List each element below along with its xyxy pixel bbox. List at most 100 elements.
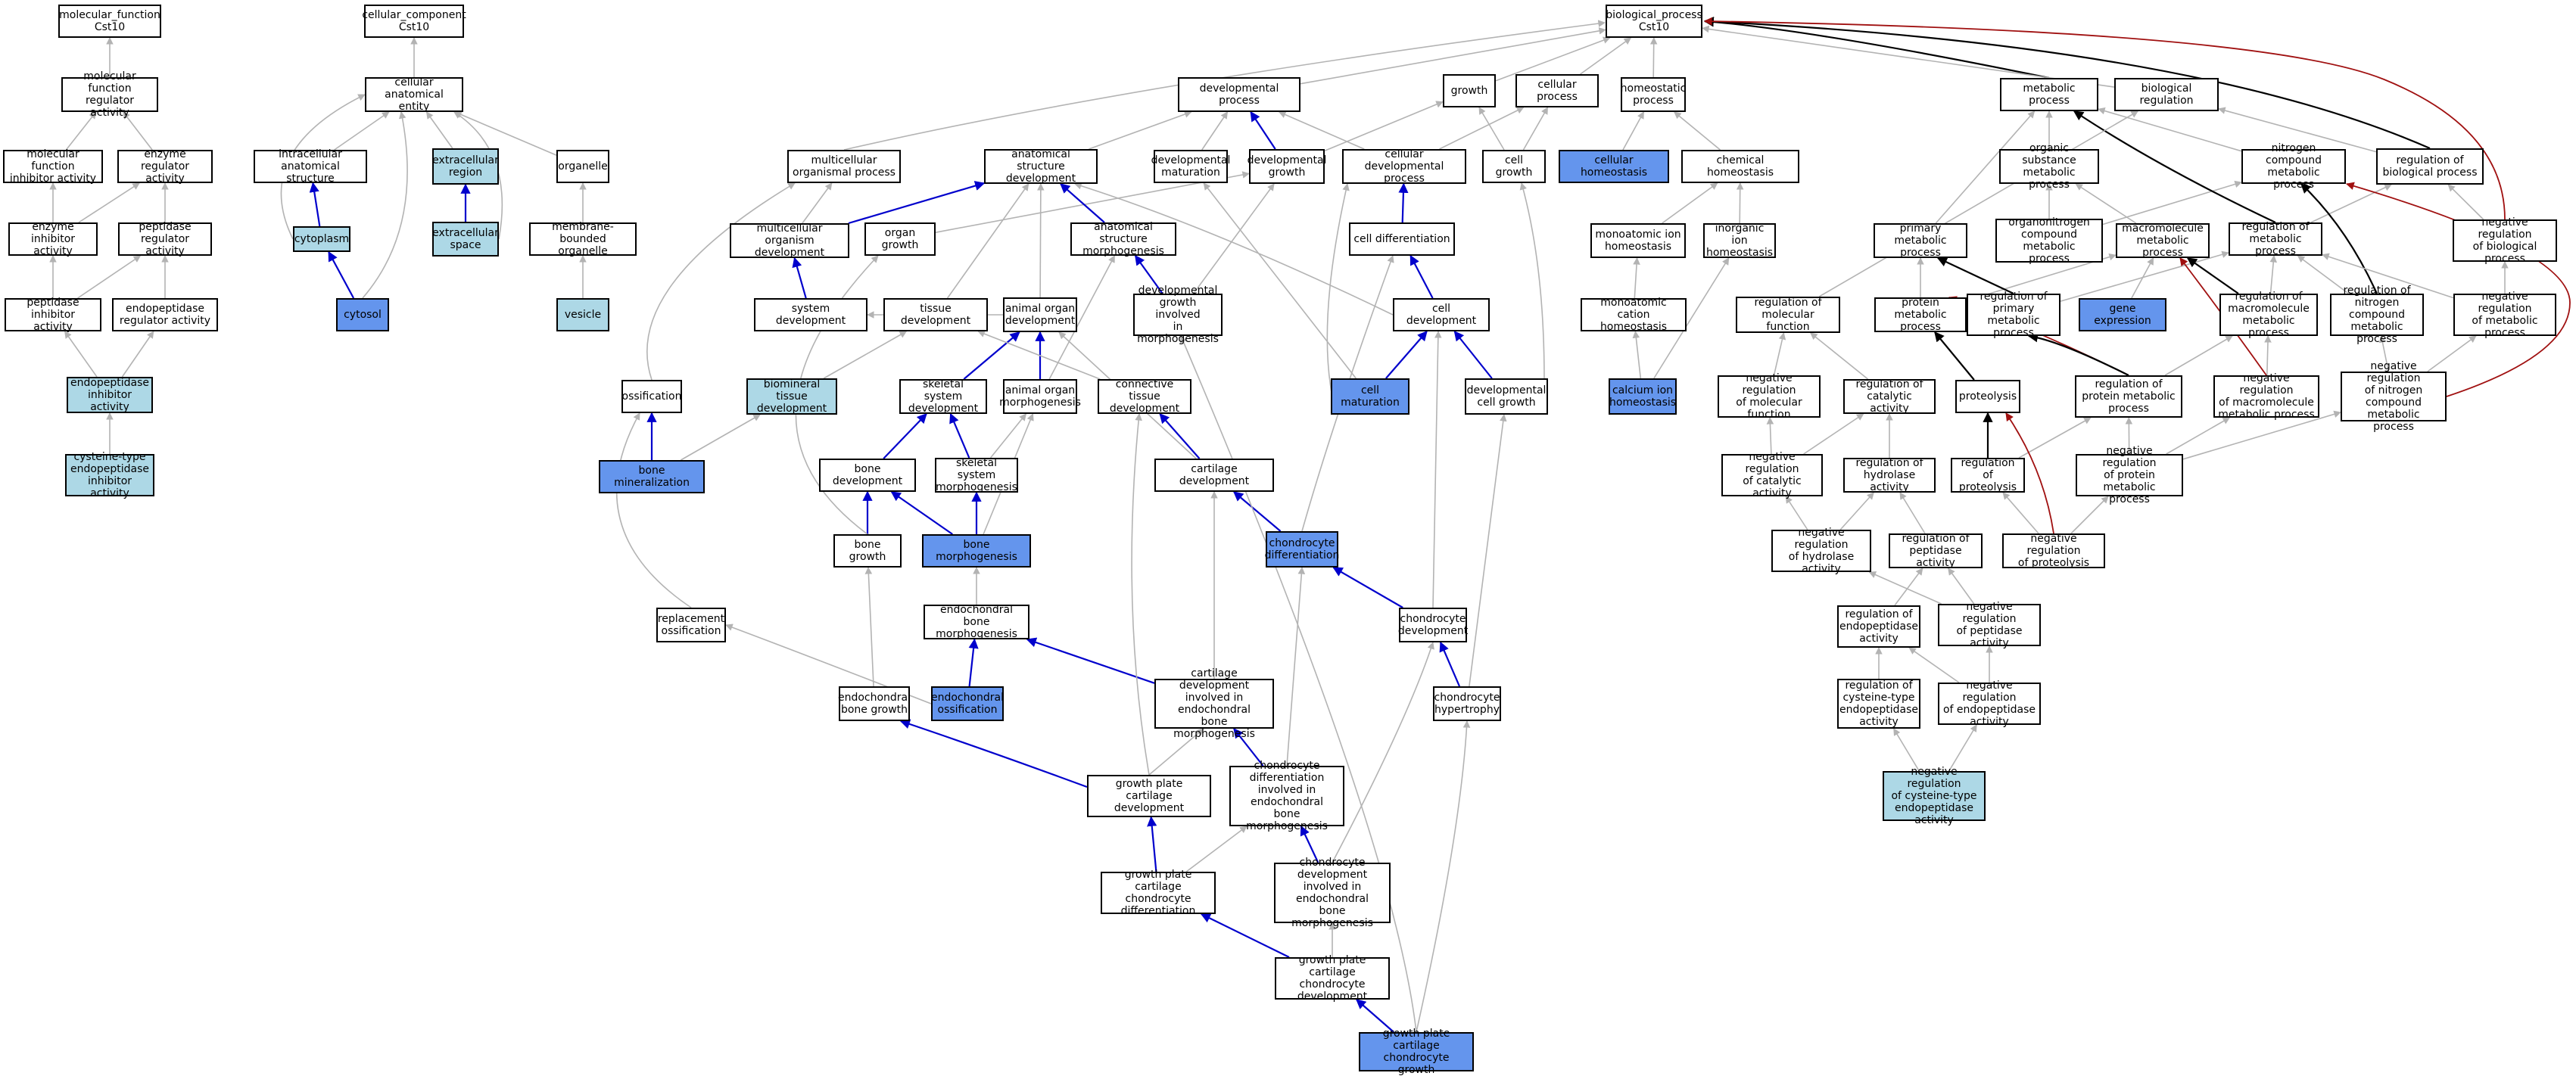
- go-term-node-org[interactable]: organelle: [556, 150, 609, 183]
- go-term-node-rca[interactable]: regulation of catalytic activity: [1843, 379, 1936, 414]
- go-term-node-ctepia[interactable]: cysteine-type endopeptidase inhibitor ac…: [65, 454, 154, 496]
- go-term-node-bonemin[interactable]: bone mineralization: [599, 460, 705, 493]
- go-term-node-cellgr[interactable]: cell growth: [1482, 150, 1546, 183]
- go-term-node-asm[interactable]: anatomical structure morphogenesis: [1070, 222, 1176, 256]
- go-term-node-cellp[interactable]: cellular process: [1515, 74, 1599, 107]
- go-term-node-ncmp[interactable]: nitrogen compound metabolic process: [2241, 149, 2346, 184]
- go-term-node-celldev[interactable]: cell development: [1393, 298, 1490, 331]
- go-term-node-tissdev[interactable]: tissue development: [883, 298, 988, 331]
- go-term-node-mf[interactable]: molecular_function Cst10: [58, 5, 161, 38]
- go-term-node-nrprotmp[interactable]: negative regulation of protein metabolic…: [2076, 454, 2183, 496]
- go-term-node-rctea[interactable]: regulation of cysteine-type endopeptidas…: [1837, 679, 1920, 729]
- go-term-node-endoss[interactable]: endochondral ossification: [931, 686, 1004, 721]
- go-term-node-ctd[interactable]: connective tissue development: [1098, 379, 1191, 414]
- go-term-node-cih[interactable]: calcium ion homeostasis: [1609, 378, 1677, 415]
- go-term-node-ossif[interactable]: ossification: [621, 380, 682, 413]
- go-term-node-chondiff[interactable]: chondrocyte differentiation: [1266, 531, 1338, 568]
- go-term-node-proteolysis[interactable]: proteolysis: [1955, 380, 2020, 413]
- go-term-node-cellhom[interactable]: cellular homeostasis: [1559, 150, 1669, 183]
- go-term-node-sysdev[interactable]: system development: [754, 298, 867, 331]
- go-term-node-nrca[interactable]: negative regulation of catalytic activit…: [1721, 454, 1823, 496]
- go-term-node-nrmf[interactable]: negative regulation of molecular functio…: [1718, 375, 1821, 418]
- go-term-node-nrncmp[interactable]: negative regulation of nitrogen compound…: [2341, 372, 2447, 421]
- go-term-node-rprot[interactable]: regulation of proteolysis: [1951, 458, 2025, 493]
- go-term-node-monoih[interactable]: monoatomic ion homeostasis: [1590, 223, 1686, 258]
- go-term-node-nrbp[interactable]: negative regulation of biological proces…: [2453, 219, 2557, 262]
- go-term-node-cytosol[interactable]: cytosol: [336, 298, 389, 331]
- go-term-node-asd[interactable]: anatomical structure development: [984, 149, 1098, 184]
- go-term-node-aod[interactable]: animal organ development: [1003, 297, 1077, 332]
- go-term-node-ias[interactable]: intracellular anatomical structure: [254, 150, 367, 183]
- go-term-node-nrctea[interactable]: negative regulation of cysteine-type end…: [1883, 771, 1986, 821]
- go-term-node-ebg[interactable]: endochondral bone growth: [839, 686, 910, 721]
- go-term-node-gpccd[interactable]: growth plate cartilage chondrocyte diffe…: [1101, 872, 1216, 914]
- go-term-node-mchom[interactable]: monoatomic cation homeostasis: [1581, 298, 1687, 331]
- go-term-node-cdiiebm[interactable]: chondrocyte differentiation involved in …: [1229, 766, 1344, 826]
- go-term-node-protmp[interactable]: protein metabolic process: [1874, 297, 1967, 332]
- go-term-node-rprotmp[interactable]: regulation of protein metabolic process: [2075, 375, 2182, 418]
- go-term-node-osmp[interactable]: organic substance metabolic process: [1999, 149, 2099, 184]
- go-term-node-orggr[interactable]: organ growth: [864, 222, 936, 256]
- go-term-node-ves[interactable]: vesicle: [556, 298, 609, 331]
- go-term-node-bonemorph[interactable]: bone morphogenesis: [922, 534, 1031, 568]
- go-term-node-devgr[interactable]: developmental growth: [1249, 149, 1325, 184]
- go-term-node-exr[interactable]: extracellular region: [432, 148, 499, 185]
- go-term-node-ebm[interactable]: endochondral bone morphogenesis: [924, 605, 1029, 639]
- go-term-node-pmp[interactable]: primary metabolic process: [1874, 223, 1967, 258]
- go-term-node-cartdev[interactable]: cartilage development: [1154, 459, 1274, 492]
- go-term-node-mod[interactable]: multicellular organism development: [730, 223, 849, 258]
- go-term-node-homp[interactable]: homeostatic process: [1621, 77, 1686, 112]
- go-term-node-epia[interactable]: endopeptidase inhibitor activity: [67, 377, 153, 413]
- go-term-node-rpmp[interactable]: regulation of primary metabolic process: [1967, 294, 2060, 336]
- go-term-node-gpccdev[interactable]: growth plate cartilage chondrocyte devel…: [1275, 957, 1390, 1000]
- go-term-node-bioreg[interactable]: biological regulation: [2114, 78, 2219, 111]
- go-term-node-devp[interactable]: developmental process: [1178, 77, 1300, 112]
- go-term-node-chemhom[interactable]: chemical homeostasis: [1681, 150, 1799, 183]
- go-term-node-metp[interactable]: metabolic process: [2000, 78, 2098, 111]
- go-term-node-replos[interactable]: replacement ossification: [656, 608, 726, 642]
- go-term-node-rbp[interactable]: regulation of biological process: [2376, 148, 2484, 185]
- go-term-node-rpa[interactable]: regulation of peptidase activity: [1889, 533, 1983, 568]
- go-term-node-rmp[interactable]: regulation of metabolic process: [2229, 222, 2322, 256]
- go-term-node-celldiff[interactable]: cell differentiation: [1349, 222, 1455, 256]
- go-term-node-cc[interactable]: cellular_component Cst10: [364, 5, 464, 38]
- go-term-node-pia[interactable]: peptidase inhibitor activity: [5, 298, 101, 331]
- go-term-node-ssd[interactable]: skeletal system development: [899, 379, 987, 414]
- go-term-node-mfra[interactable]: molecular function regulator activity: [61, 77, 158, 112]
- go-term-node-bonedev[interactable]: bone development: [819, 459, 916, 492]
- go-term-node-nrprot[interactable]: negative regulation of proteolysis: [2002, 533, 2105, 568]
- go-term-node-dgim[interactable]: developmental growth involved in morphog…: [1133, 294, 1223, 336]
- go-term-node-nrha[interactable]: negative regulation of hydrolase activit…: [1771, 530, 1871, 572]
- go-term-node-gpccg[interactable]: growth plate cartilage chondrocyte growt…: [1359, 1032, 1474, 1071]
- go-term-node-rha[interactable]: regulation of hydrolase activity: [1843, 458, 1936, 493]
- go-term-node-rmf[interactable]: regulation of molecular function: [1736, 297, 1840, 333]
- go-term-node-mop[interactable]: multicellular organismal process: [787, 150, 901, 183]
- go-term-node-cyto[interactable]: cytoplasm: [293, 226, 350, 252]
- go-term-node-bonegr[interactable]: bone growth: [833, 534, 902, 568]
- go-term-node-era[interactable]: enzyme regulator activity: [117, 150, 213, 183]
- go-term-node-btd[interactable]: biomineral tissue development: [746, 378, 837, 415]
- go-term-node-growth[interactable]: growth: [1443, 74, 1496, 107]
- go-term-node-eia[interactable]: enzyme inhibitor activity: [8, 222, 98, 256]
- go-term-node-aom[interactable]: animal organ morphogenesis: [1003, 379, 1077, 414]
- go-term-node-cdiebm[interactable]: cartilage development involved in endoch…: [1154, 679, 1274, 729]
- go-term-node-cdp[interactable]: cellular developmental process: [1342, 149, 1466, 184]
- go-term-node-nrpa[interactable]: negative regulation of peptidase activit…: [1938, 604, 2041, 646]
- go-term-node-rea[interactable]: regulation of endopeptidase activity: [1837, 605, 1920, 648]
- go-term-node-geneexp[interactable]: gene expression: [2079, 298, 2166, 331]
- go-term-node-bp[interactable]: biological_process Cst10: [1606, 5, 1702, 38]
- go-term-node-inorgih[interactable]: inorganic ion homeostasis: [1703, 223, 1776, 258]
- go-term-node-rmacmp[interactable]: regulation of macromolecule metabolic pr…: [2219, 294, 2318, 336]
- go-term-node-chonhyp[interactable]: chondrocyte hypertrophy: [1433, 686, 1501, 721]
- go-term-node-devmat[interactable]: developmental maturation: [1154, 150, 1228, 183]
- go-term-node-oncmp[interactable]: organonitrogen compound metabolic proces…: [1995, 219, 2103, 263]
- go-term-node-nrmacmp[interactable]: negative regulation of macromolecule met…: [2213, 375, 2319, 418]
- go-term-node-rncmp[interactable]: regulation of nitrogen compound metaboli…: [2330, 294, 2424, 336]
- go-term-node-cellmat[interactable]: cell maturation: [1331, 378, 1409, 415]
- go-term-node-exs[interactable]: extracellular space: [432, 222, 499, 257]
- go-term-node-epra[interactable]: endopeptidase regulator activity: [112, 298, 218, 331]
- go-term-node-devcg[interactable]: developmental cell growth: [1465, 378, 1548, 415]
- go-term-node-cae[interactable]: cellular anatomical entity: [365, 77, 463, 112]
- go-term-node-gpcd[interactable]: growth plate cartilage development: [1087, 775, 1211, 817]
- go-term-node-mbo[interactable]: membrane-bounded organelle: [529, 222, 637, 256]
